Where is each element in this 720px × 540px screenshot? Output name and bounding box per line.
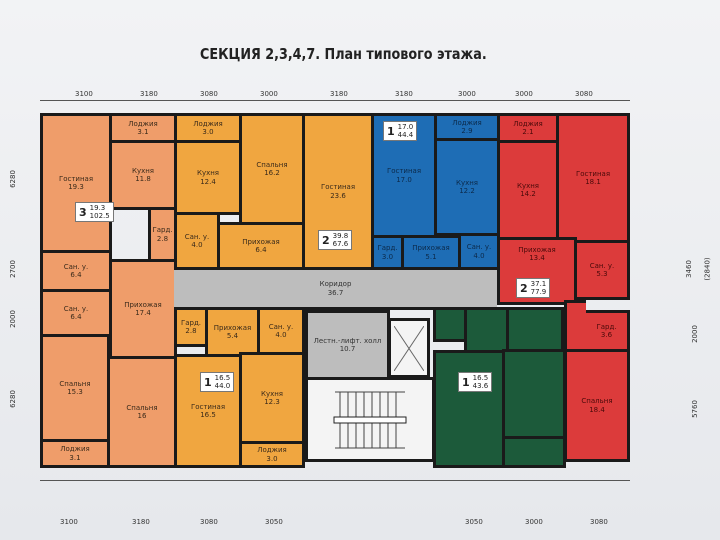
- dim-bottom: 3180: [132, 518, 150, 526]
- dim-top: 3000: [458, 90, 476, 98]
- room-bathroom: Сан. у.4.0: [458, 233, 500, 270]
- dim-left: 2000: [8, 310, 17, 328]
- room-bathroom: Сан. у.4.0: [174, 212, 220, 270]
- top-dimension-line: [40, 100, 630, 101]
- dim-top: 3100: [75, 90, 93, 98]
- dim-bottom: 3100: [60, 518, 78, 526]
- room-bathroom: Сан. у.5.3: [574, 240, 630, 300]
- dim-top: 3180: [140, 90, 158, 98]
- dim-bottom: 3080: [590, 518, 608, 526]
- room-wardrobe: Гард.3.6: [583, 310, 630, 352]
- room-living: [433, 350, 505, 468]
- room-bathroom: [506, 307, 564, 352]
- dim-top: 3180: [330, 90, 348, 98]
- dim-right: (2840): [703, 257, 712, 281]
- stairs-icon: [333, 391, 407, 448]
- dim-left: 2700: [8, 260, 17, 278]
- bottom-dimension-line: [40, 480, 630, 481]
- room-bathroom: Сан. у.6.4: [40, 289, 112, 337]
- room-wardrobe: Гард.2.8: [174, 307, 208, 347]
- room-wardrobe: [433, 307, 467, 342]
- dim-top: 3000: [515, 90, 533, 98]
- room-bathroom: Сан. у.4.0: [257, 307, 305, 355]
- room-wardrobe: Гард.2.8: [148, 207, 177, 262]
- dim-top: 3080: [575, 90, 593, 98]
- dim-left: 6280: [8, 390, 17, 408]
- dim-top: 3080: [200, 90, 218, 98]
- plan-title: СЕКЦИЯ 2,3,4,7. План типового этажа.: [200, 45, 487, 63]
- elevator-shaft: [388, 318, 430, 378]
- room-wardrobe: Гард.3.0: [371, 235, 404, 270]
- dim-bottom: 3050: [265, 518, 283, 526]
- dim-left: 6280: [8, 170, 17, 188]
- staircase: [305, 377, 435, 462]
- elevator-cross-icon: [394, 325, 424, 371]
- dim-top: 3000: [260, 90, 278, 98]
- dim-bottom: 3050: [465, 518, 483, 526]
- dim-top: 3180: [395, 90, 413, 98]
- dim-bottom: 3000: [525, 518, 543, 526]
- dim-bottom: 3080: [200, 518, 218, 526]
- dim-right: 3460: [684, 260, 693, 278]
- dim-right: 5760: [690, 400, 699, 418]
- dim-right: 2000: [690, 325, 699, 343]
- room-bathroom: Сан. у.6.4: [40, 250, 112, 292]
- room-kitchen: [502, 349, 566, 439]
- room-loggia: [502, 436, 566, 468]
